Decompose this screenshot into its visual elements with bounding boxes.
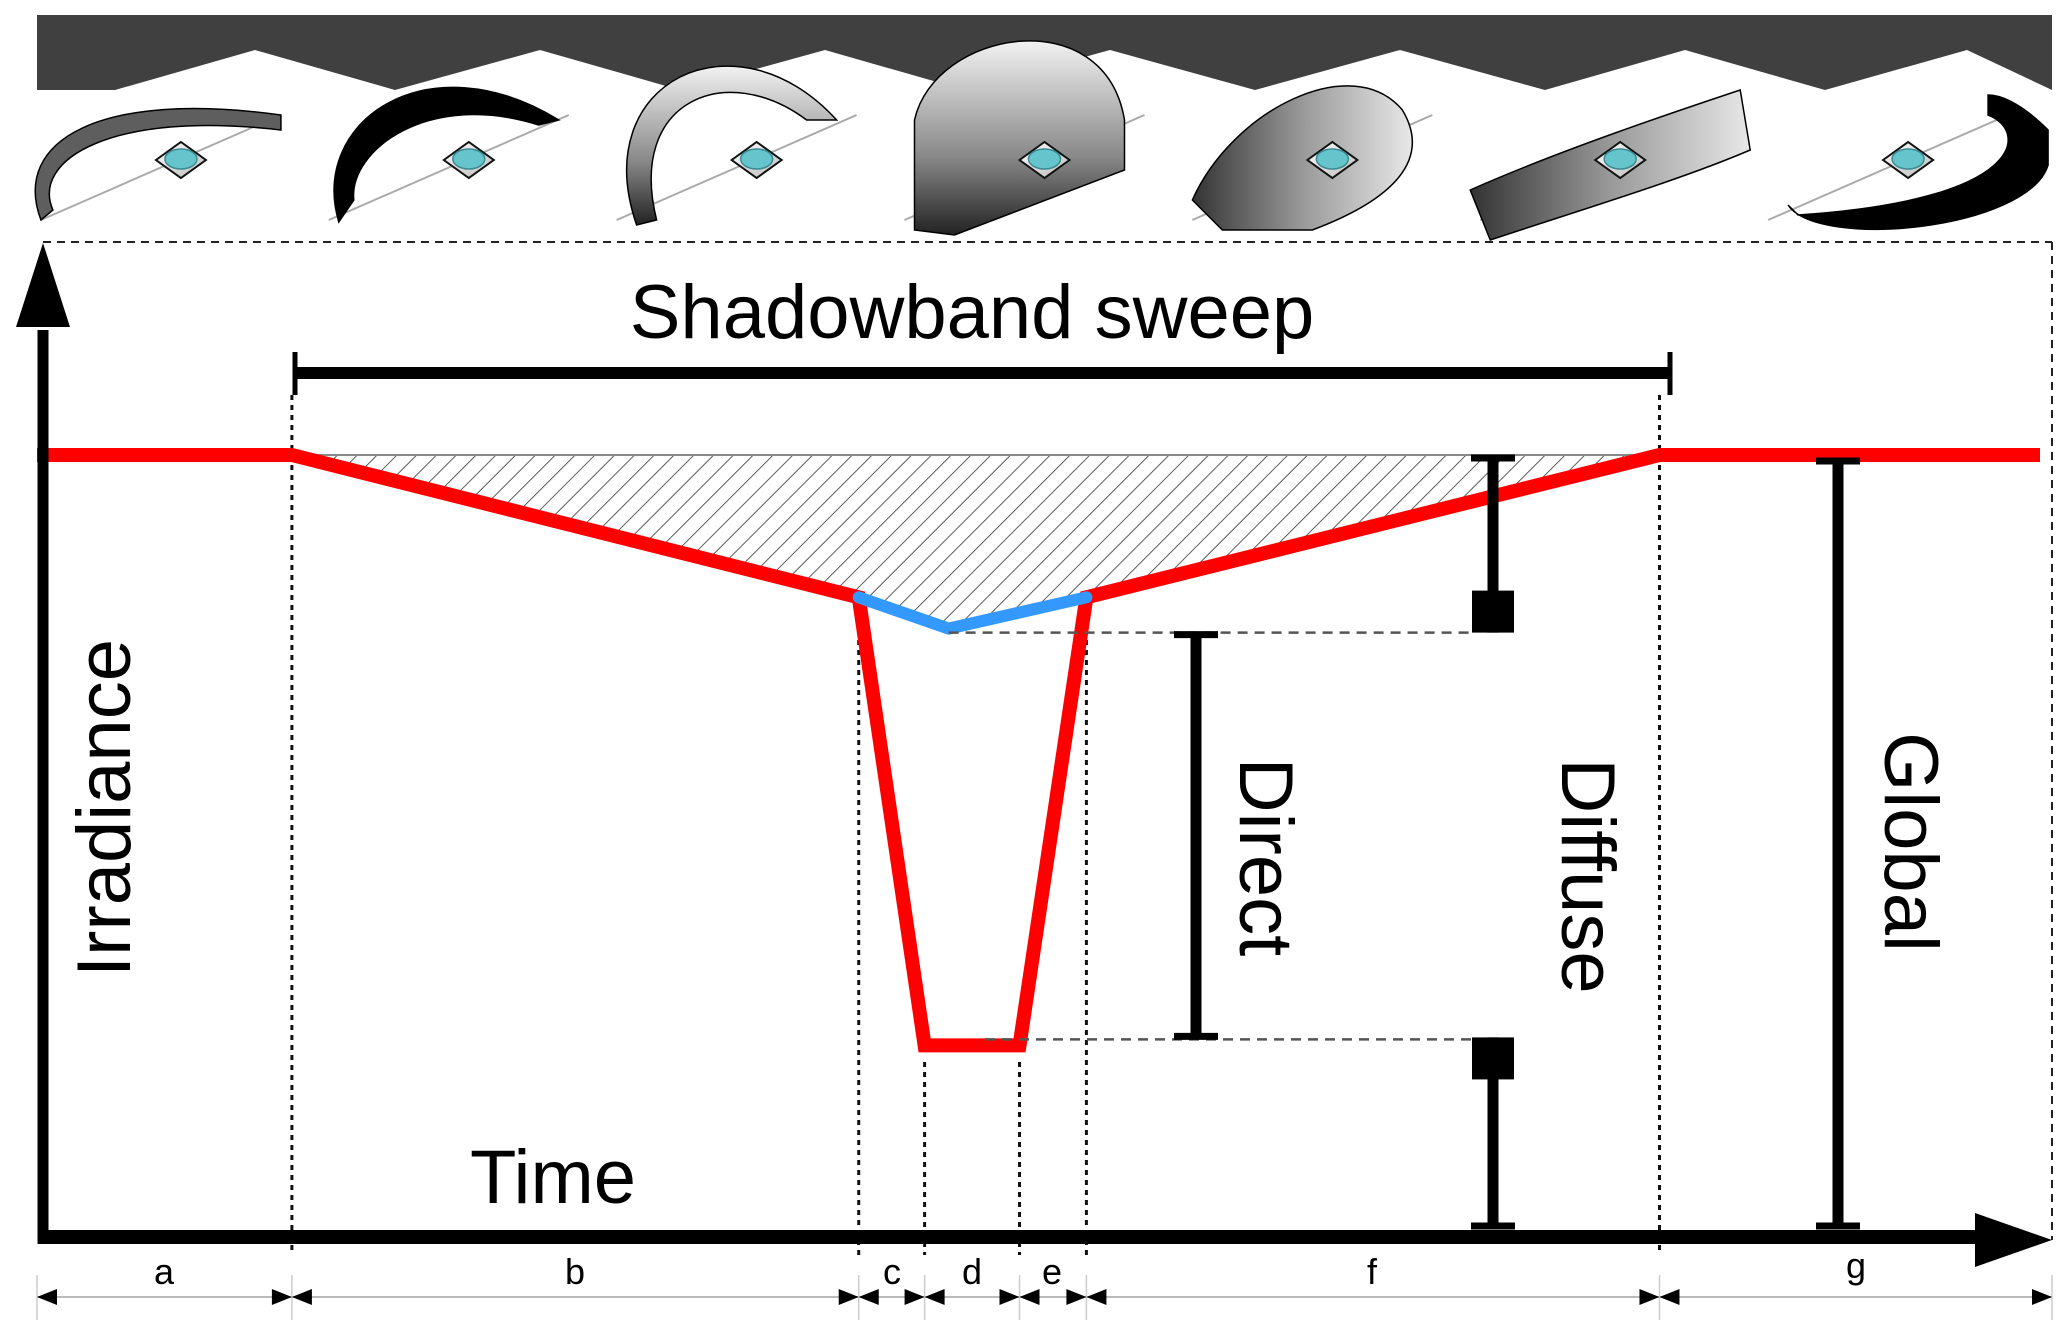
- band-axis-line: [616, 114, 858, 221]
- direct-label: Direct: [1223, 758, 1308, 956]
- dimension-arrow-left-icon: [858, 1289, 879, 1305]
- y-axis-label: Irradiance: [62, 639, 147, 977]
- x-axis-label: Time: [470, 1135, 636, 1220]
- band-axis-line: [40, 114, 282, 221]
- global-label: Global: [1868, 732, 1953, 952]
- sensor-dome-icon: [164, 148, 198, 170]
- dimension-arrow-left-icon: [1019, 1289, 1040, 1305]
- dimension-arrow-right-icon: [271, 1289, 292, 1305]
- segment-label-g: g: [1846, 1245, 1866, 1286]
- segment-label-e: e: [1042, 1251, 1062, 1292]
- shadowband-shape: [913, 40, 1126, 236]
- segment-label-f: f: [1367, 1251, 1378, 1292]
- band-axis-line: [1767, 114, 2009, 221]
- dimension-arrow-right-icon: [2032, 1289, 2052, 1305]
- chart-area: Shadowband sweep Irradiance Time Direct …: [16, 241, 2053, 1267]
- x-axis: [38, 1213, 2052, 1267]
- shadowband-shape: [34, 107, 282, 222]
- shadowband-illustration-strip: [34, 15, 2052, 241]
- illustration-panel-4: [904, 40, 1145, 236]
- y-axis: [16, 243, 70, 1244]
- dimension-arrow-left-icon: [1086, 1289, 1107, 1305]
- dimension-arrow-left-icon: [291, 1289, 312, 1305]
- sensor-dome-icon: [739, 148, 774, 170]
- shading-estimate-line: [852, 591, 1093, 635]
- diffuse-correction-range-bar: [1471, 454, 1515, 633]
- band-axis-line: [328, 114, 570, 221]
- irradiance-signal-line: [37, 448, 2040, 1053]
- shadowband-shape: [625, 65, 839, 226]
- global-range-bar: [1816, 457, 1860, 1230]
- diffuse-range-bar: [1471, 1037, 1515, 1230]
- segment-label-a: a: [154, 1251, 175, 1292]
- dimension-arrow-right-icon: [838, 1289, 859, 1305]
- sensor-dome-icon: [452, 148, 486, 170]
- phase-dimension-row: a b c d e f g: [36, 1245, 2053, 1320]
- diffuse-label: Diffuse: [1545, 758, 1630, 993]
- illustration-panel-3: [616, 65, 858, 226]
- segment-label-d: d: [962, 1251, 982, 1292]
- phase-boundary-lines: [290, 395, 1661, 1255]
- segment-label-c: c: [883, 1251, 901, 1292]
- diffuse-correction-range-bar-square-marker: [1472, 590, 1514, 633]
- dimension-arrow-left-icon: [1659, 1289, 1680, 1305]
- sensor-dome-icon: [1027, 148, 1062, 170]
- illustration-panel-2: [328, 86, 570, 224]
- dimension-arrow-right-icon: [1066, 1289, 1087, 1305]
- illustration-panel-1: [34, 107, 282, 222]
- dimension-arrow-right-icon: [1639, 1289, 1660, 1305]
- shading-loss-hatched-area: [291, 454, 1660, 630]
- component-range-bars: [1174, 454, 1860, 1230]
- illustration-panel-6: [1469, 89, 1752, 241]
- dimension-arrow-left-icon: [924, 1289, 945, 1305]
- shadowband-shape: [1787, 94, 2049, 231]
- sensor-dome-icon: [1315, 148, 1350, 170]
- direct-range-bar: [1174, 631, 1218, 1040]
- illustration-panel-7: [1767, 94, 2049, 231]
- x-axis-arrow-icon: [1975, 1213, 2052, 1267]
- diffuse-range-bar-square-marker: [1472, 1037, 1514, 1080]
- y-axis-arrow-icon: [16, 243, 70, 327]
- sensor-dome-icon: [1891, 148, 1925, 170]
- sensor-dome-icon: [1603, 148, 1637, 170]
- dimension-arrow-left-icon: [37, 1289, 57, 1305]
- shadowband-sweep-span: [292, 352, 1673, 395]
- shadowband-shape: [1191, 85, 1413, 231]
- illustration-panel-5: [1191, 85, 1433, 231]
- dimension-arrow-right-icon: [999, 1289, 1020, 1305]
- segment-label-b: b: [565, 1251, 585, 1292]
- dimension-arrow-right-icon: [904, 1289, 925, 1305]
- sweep-title: Shadowband sweep: [630, 270, 1315, 355]
- shadowband-shape: [333, 86, 561, 224]
